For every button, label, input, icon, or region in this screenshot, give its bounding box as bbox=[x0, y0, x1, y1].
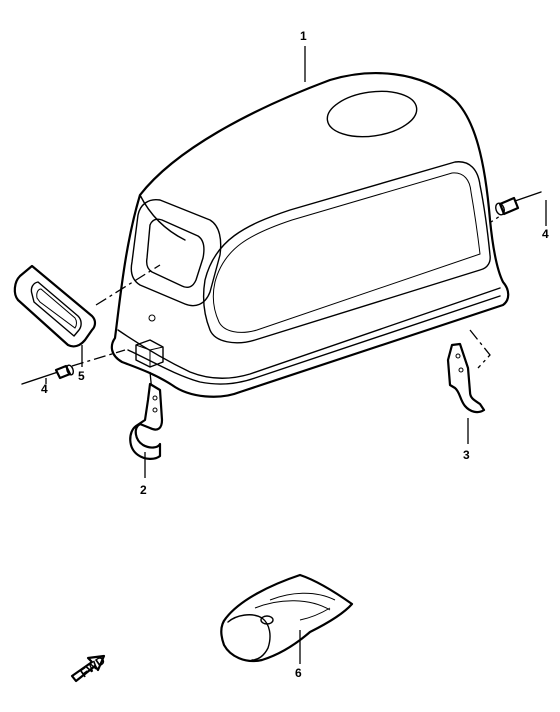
callout-6: 6 bbox=[295, 666, 302, 680]
callout-4-left: 4 bbox=[41, 382, 48, 396]
bracket-left bbox=[129, 382, 164, 460]
rivet-right bbox=[495, 191, 542, 216]
bracket-right bbox=[446, 342, 486, 414]
seal-gasket bbox=[13, 264, 97, 348]
fwd-arrow: FWD bbox=[70, 653, 108, 683]
tool-pouch bbox=[220, 573, 354, 663]
callout-labels: 1 2 3 4 4 5 6 bbox=[41, 29, 549, 680]
callout-5: 5 bbox=[78, 369, 85, 383]
callout-3: 3 bbox=[463, 448, 470, 462]
callout-2: 2 bbox=[140, 483, 147, 497]
leader-lines bbox=[45, 46, 547, 664]
callout-1: 1 bbox=[300, 29, 307, 43]
rivet-left bbox=[21, 364, 74, 385]
engine-top-cover bbox=[110, 72, 510, 398]
callout-4-right: 4 bbox=[542, 227, 549, 241]
